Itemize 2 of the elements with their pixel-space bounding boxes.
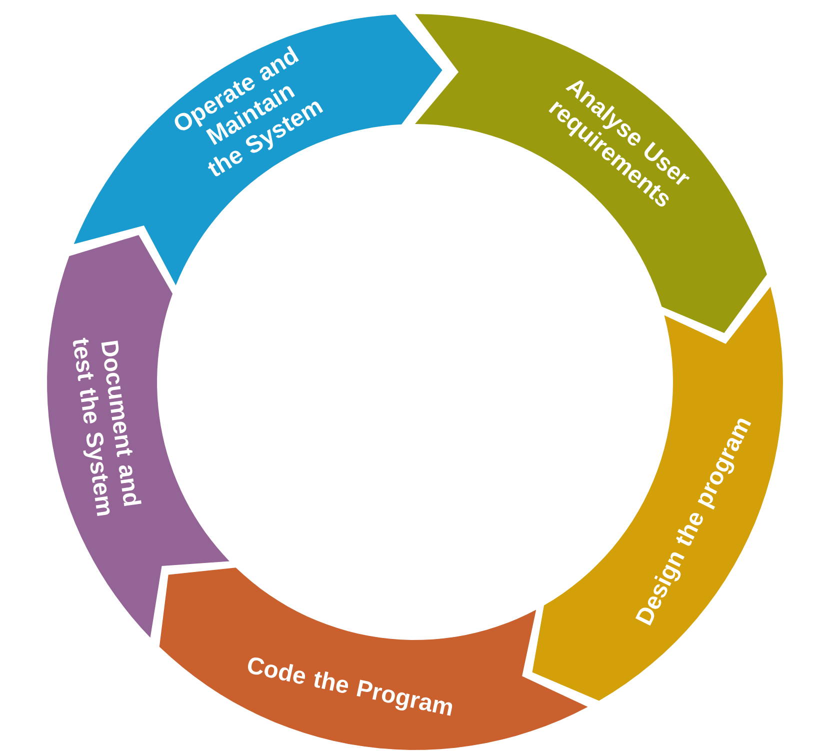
- arrow-segment: Document and test the System: [47, 235, 230, 638]
- arrow-segment: Code the Program: [159, 568, 588, 750]
